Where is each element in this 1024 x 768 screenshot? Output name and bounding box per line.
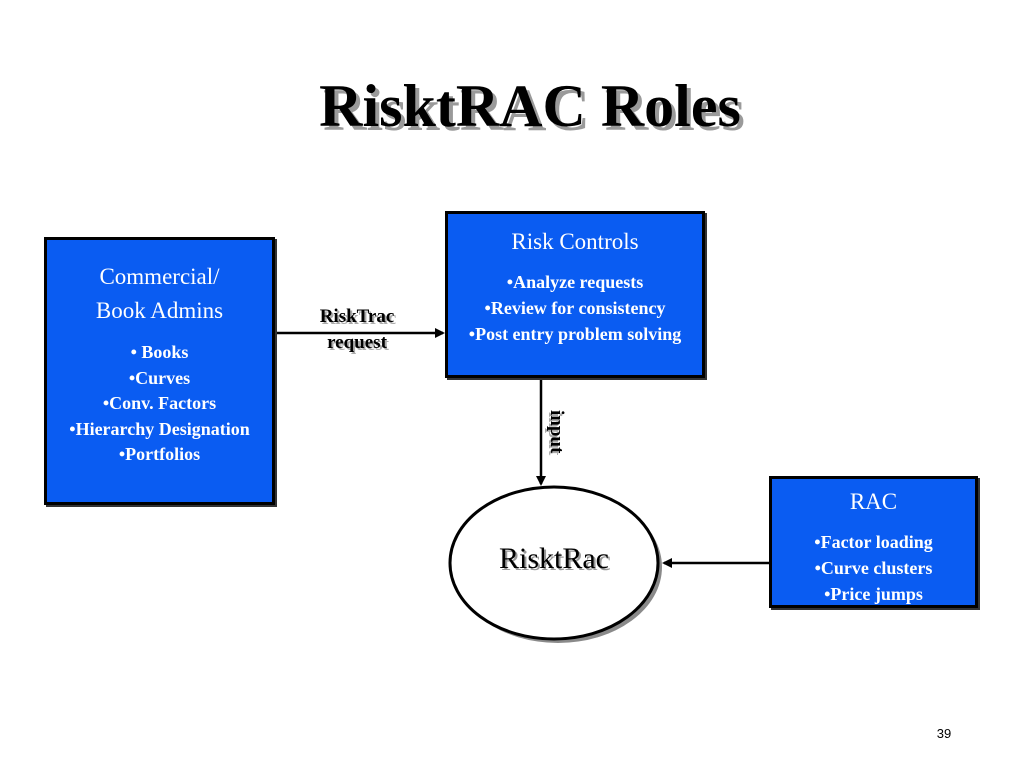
risk-controls-box: Risk Controls •Analyze requests •Review … — [445, 211, 705, 378]
risktrac-request-label: RiskTrac request — [300, 304, 414, 356]
input-label: input — [546, 410, 567, 454]
page-number: 39 — [936, 726, 952, 741]
rac-items: •Factor loading •Curve clusters •Price j… — [772, 529, 975, 607]
slide-title: RisktRAC Roles — [319, 73, 741, 139]
list-item: •Review for consistency — [484, 298, 666, 318]
list-item: •Hierarchy Designation — [69, 418, 250, 439]
request-label-line1: RiskTrac — [319, 306, 395, 327]
list-item: •Factor loading — [814, 532, 933, 552]
list-item: •Price jumps — [824, 584, 923, 604]
commercial-heading-line1: Commercial/ — [99, 264, 220, 289]
risktrac-ellipse — [448, 485, 660, 641]
list-item: • Books — [130, 342, 189, 362]
commercial-book-admins-box: Commercial/ Book Admins • Books •Curves … — [44, 237, 275, 505]
list-item: •Post entry problem solving — [468, 324, 682, 344]
request-label-line2: request — [327, 332, 387, 353]
list-item: •Conv. Factors — [102, 393, 217, 413]
commercial-heading-line2: Book Admins — [95, 298, 224, 323]
risk-controls-heading: Risk Controls — [511, 229, 639, 254]
risktrac-label: RisktRac — [499, 542, 609, 575]
rac-box: RAC •Factor loading •Curve clusters •Pri… — [769, 476, 978, 608]
list-item: •Analyze requests — [506, 272, 644, 292]
rac-heading: RAC — [849, 489, 898, 514]
list-item: •Curves — [128, 367, 191, 388]
list-item: •Curve clusters — [814, 558, 933, 578]
list-item: •Portfolios — [118, 444, 201, 464]
commercial-items: • Books •Curves •Conv. Factors •Hierarch… — [47, 340, 272, 468]
risk-controls-items: •Analyze requests •Review for consistenc… — [448, 269, 702, 347]
